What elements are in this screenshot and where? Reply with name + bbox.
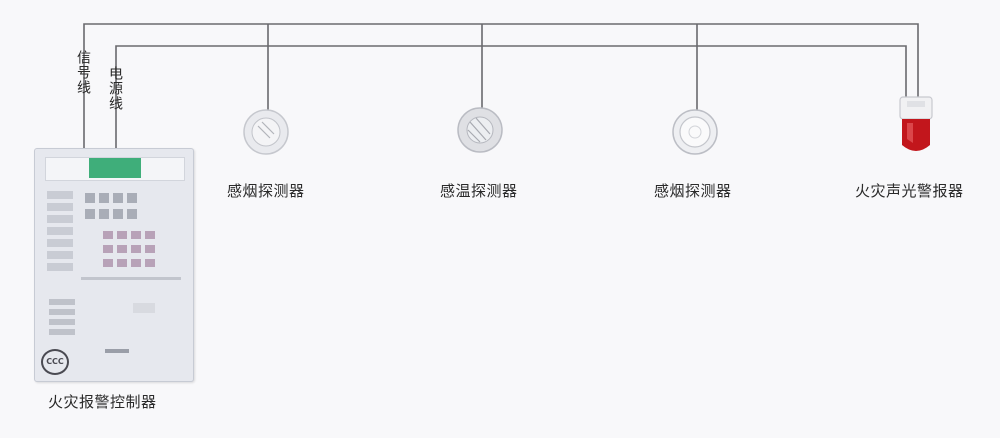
panel-keypad <box>47 191 181 280</box>
ccc-certification-mark: CCC <box>41 349 69 375</box>
device-label-2: 感温探测器 <box>440 182 518 200</box>
device-label-3: 感烟探测器 <box>654 182 732 200</box>
heat-detector-icon <box>457 107 503 153</box>
signal-wire <box>83 23 919 148</box>
panel-lower-section <box>49 299 155 353</box>
device-label-1: 感烟探测器 <box>227 182 305 200</box>
panel-lcd-screen <box>89 158 141 178</box>
sound-light-alarm-icon <box>899 96 933 151</box>
controller-label: 火灾报警控制器 <box>48 393 157 411</box>
smoke-detector-icon <box>243 109 289 155</box>
device-label-4: 火灾声光警报器 <box>855 182 964 200</box>
smoke-detector-icon <box>672 109 718 155</box>
fire-alarm-control-panel: CCC <box>34 148 194 382</box>
signal-wire-label: 信号线 <box>75 50 91 95</box>
power-wire <box>115 45 907 148</box>
power-wire-label: 电源线 <box>107 66 123 111</box>
